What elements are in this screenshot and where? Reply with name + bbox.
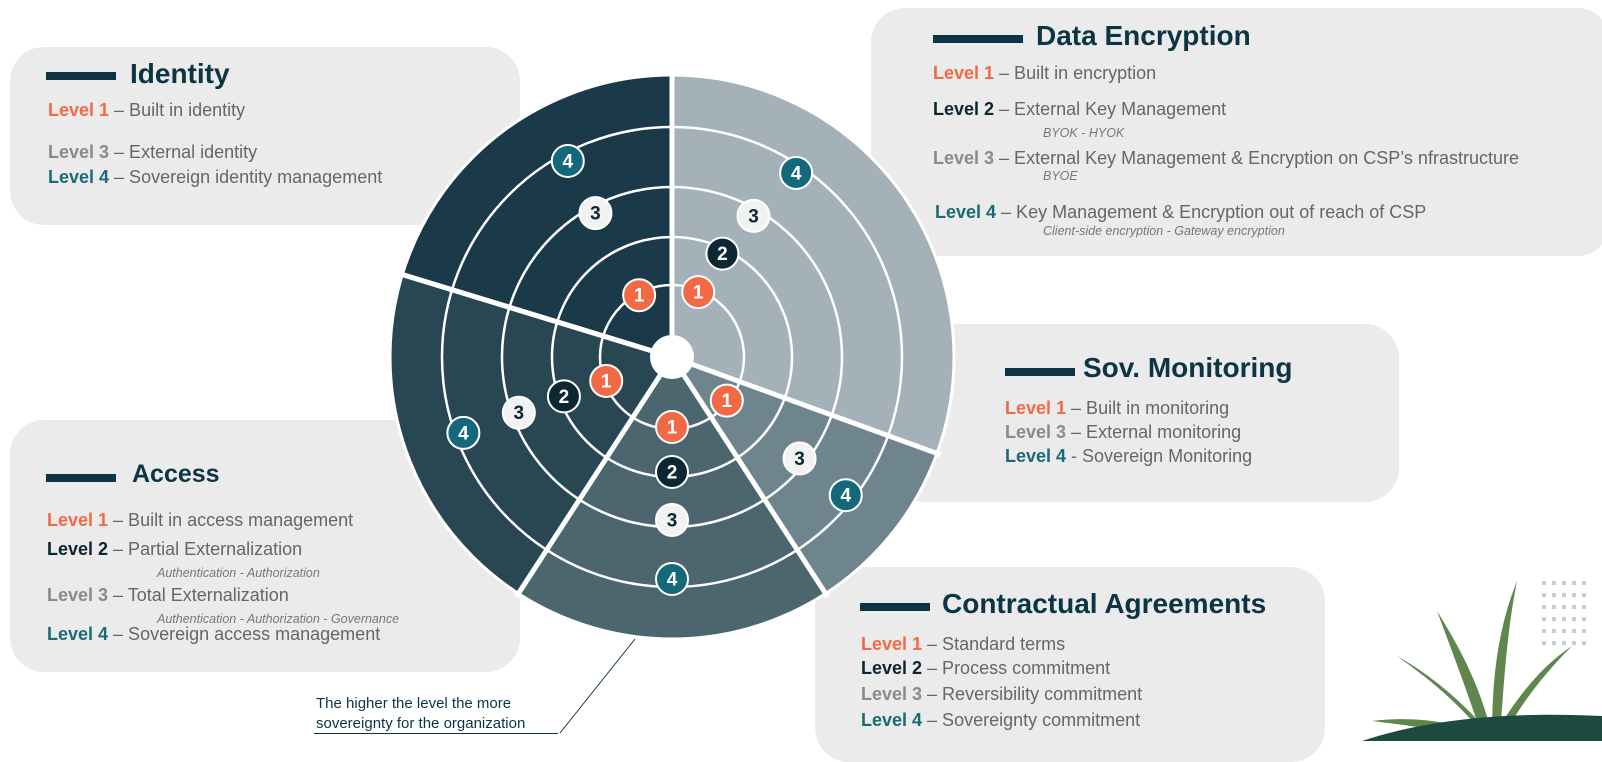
svg-text:1: 1	[693, 283, 704, 304]
caption-pointer-line	[559, 638, 636, 734]
access-level-3: Level 3 – Total Externalization	[47, 585, 289, 605]
sector-divider-4	[669, 355, 830, 599]
encryption-card	[871, 8, 1602, 256]
access-level-2: Level 2 – Partial Externalization	[47, 539, 303, 559]
svg-text:2: 2	[667, 463, 678, 484]
badge-access-level-3: 3	[501, 395, 536, 430]
sector-divider-6	[397, 270, 673, 360]
svg-text:4: 4	[458, 423, 469, 444]
wheel-center	[650, 335, 694, 379]
encryption-level-4: Level 4 – Key Management & Encryption ou…	[935, 202, 1427, 222]
contractual-title-bar	[860, 603, 930, 611]
badge-monitoring-level-3: 3	[782, 441, 817, 476]
contractual-level-2: Level 2 – Process commitment	[861, 658, 1111, 678]
svg-text:2: 2	[559, 387, 570, 408]
dark-hill	[1362, 714, 1602, 741]
encryption-level-3: Level 3 – External Key Management & Encr…	[933, 148, 1519, 168]
access-level-2-detail: Authentication - Authorization	[157, 566, 320, 580]
badge-contractual-level-1: 1	[655, 410, 689, 444]
badge-encryption-level-1: 1	[681, 275, 716, 310]
encryption-level-3-detail: BYOE	[1043, 169, 1078, 183]
access-level-1: Level 1 – Built in access management	[47, 510, 354, 530]
sector-identity	[402, 75, 672, 357]
monitoring-level-3: Level 3 – External monitoring	[1005, 422, 1242, 442]
encryption-title-bar	[933, 35, 1023, 43]
caption-underline	[314, 733, 558, 734]
monitoring-title: Sov. Monitoring	[1083, 352, 1293, 383]
svg-text:3: 3	[514, 403, 525, 424]
caption-line-1: The higher the level the more	[316, 695, 512, 712]
encryption-level-1: Level 1 – Built in encryption	[933, 63, 1157, 83]
access-title-bar	[46, 474, 116, 482]
svg-text:1: 1	[721, 391, 732, 412]
badge-access-level-2: 2	[546, 379, 581, 414]
encryption-level-2-detail: BYOK - HYOK	[1043, 126, 1125, 140]
contractual-level-3: Level 3 – Reversibility commitment	[861, 684, 1143, 704]
svg-text:3: 3	[794, 449, 805, 470]
badge-monitoring-level-4: 4	[828, 478, 863, 513]
identity-level-1: Level 1 – Built in identity	[48, 100, 246, 120]
sector-divider-3	[671, 354, 942, 458]
access-level-4: Level 4 – Sovereign access management	[47, 624, 381, 644]
identity-level-3: Level 3 – External identity	[48, 142, 258, 162]
badge-contractual-level-3: 3	[655, 503, 689, 537]
monitoring-card	[889, 324, 1399, 502]
svg-text:3: 3	[590, 204, 601, 225]
badge-contractual-level-2: 2	[655, 455, 689, 489]
monitoring-level-4: Level 4 - Sovereign Monitoring	[1005, 446, 1253, 466]
sector-contractual	[518, 357, 826, 640]
badge-encryption-level-2: 2	[705, 236, 740, 271]
badge-identity-level-4: 4	[550, 143, 585, 178]
plant-decoration	[1362, 581, 1602, 741]
encryption-level-4-detail: Client-side encryption - Gateway encrypt…	[1043, 224, 1285, 238]
monitoring-level-1: Level 1 – Built in monitoring	[1005, 398, 1230, 418]
monitoring-title-bar	[1005, 368, 1075, 376]
svg-text:1: 1	[601, 371, 612, 392]
sector-divider-5	[514, 355, 675, 599]
svg-text:1: 1	[667, 418, 678, 439]
badge-encryption-level-3: 3	[736, 198, 771, 233]
svg-text:4: 4	[562, 151, 573, 172]
badge-monitoring-level-1: 1	[709, 383, 744, 418]
badge-identity-level-3: 3	[578, 196, 613, 231]
svg-text:4: 4	[840, 486, 851, 507]
sector-encryption	[672, 75, 954, 454]
caption-line-2: sovereignty for the organization	[316, 715, 526, 732]
badge-access-level-4: 4	[446, 415, 481, 450]
access-title: Access	[132, 460, 220, 488]
contractual-title: Contractual Agreements	[942, 588, 1267, 619]
building-pattern	[1542, 581, 1586, 645]
encryption-level-2: Level 2 – External Key Management	[933, 99, 1227, 119]
encryption-title: Data Encryption	[1036, 20, 1251, 51]
access-level-3-detail: Authentication - Authorization - Governa…	[157, 612, 400, 626]
contractual-level-1: Level 1 – Standard terms	[861, 634, 1066, 654]
contractual-level-4: Level 4 – Sovereignty commitment	[861, 710, 1141, 730]
badge-contractual-level-4: 4	[655, 562, 689, 596]
svg-text:2: 2	[717, 244, 728, 265]
svg-text:1: 1	[634, 286, 645, 307]
sector-monitoring	[672, 357, 937, 594]
svg-text:4: 4	[791, 163, 802, 184]
identity-title: Identity	[130, 58, 230, 89]
sector-access	[390, 274, 672, 594]
badge-identity-level-1: 1	[622, 278, 657, 313]
identity-level-4: Level 4 – Sovereign identity management	[48, 167, 383, 187]
caption: The higher the level the more sovereignt…	[316, 694, 525, 734]
identity-title-bar	[46, 72, 116, 80]
svg-text:4: 4	[667, 570, 678, 591]
badge-encryption-level-4: 4	[779, 155, 814, 190]
svg-text:3: 3	[667, 511, 678, 532]
svg-text:3: 3	[748, 206, 759, 227]
contractual-card	[815, 567, 1325, 762]
badge-access-level-1: 1	[589, 363, 624, 398]
